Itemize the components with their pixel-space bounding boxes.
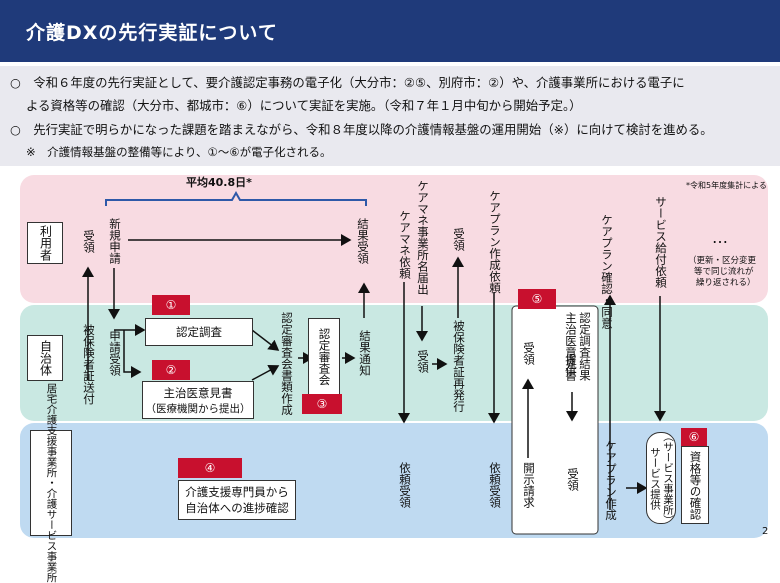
intro-box: ○ 令和６年度の先行実証として、要介護認定事務の電子化（大分市：②⑤、別府市：②… xyxy=(0,66,780,166)
result-receive-label: 結果受領 xyxy=(356,218,370,264)
header-bar: 介護DXの先行実証について xyxy=(0,0,780,62)
receive-label-2: 受領 xyxy=(452,228,466,251)
insurance-card-send-label: 被保険者証送付 xyxy=(82,324,96,405)
page-number: 2 xyxy=(762,526,769,537)
receive-label-3: 受領 xyxy=(566,468,580,491)
doctor-opinion-line1: 主治医意見書 xyxy=(163,385,233,400)
progress-check-line2: 自治体への進捗確認 xyxy=(185,501,289,515)
lane-label-gov: 自治体 xyxy=(27,335,63,381)
result-provide-line1: 認定調査結果 xyxy=(578,312,592,381)
intro-line-1: ○ 令和６年度の先行実証として、要介護認定事務の電子化（大分市：②⑤、別府市：②… xyxy=(10,75,685,90)
review-docs-label: 認定審査会書類作成 xyxy=(280,312,294,416)
receive-label: 受領 xyxy=(82,230,96,253)
repeat-note-2: 等で同じ流れが xyxy=(694,267,754,277)
badge-2: ② xyxy=(152,360,190,380)
careman-request-label: ケアマネ依頼 xyxy=(398,210,412,279)
card-reissue-label: 被保険者証再発行 xyxy=(452,320,466,412)
benefit-request-label: サービス給付依頼 xyxy=(654,196,668,288)
repeat-note-1: （更新・区分変更 xyxy=(688,256,757,266)
ellipsis: … xyxy=(712,228,728,247)
doctor-opinion-box: 主治医意見書 （医療機関から提出） xyxy=(142,381,254,419)
review-board-box: 認定審査会 xyxy=(308,318,340,396)
progress-check-line1: 介護支援専門員から xyxy=(185,485,289,499)
badge-5: ⑤ xyxy=(518,289,556,309)
lane-label-business: 居宅介護支援事業所・介護サービス事業所 xyxy=(30,383,72,583)
intro-line-2: よる資格等の確認（大分市、都城市：⑥）について実証を実施。（令和７年１月中旬から… xyxy=(26,98,582,113)
disclosure-request-label: 開示請求 xyxy=(522,462,536,508)
careplan-confirm-label: ケアプラン確認・同意 xyxy=(600,214,614,329)
badge-1: ① xyxy=(152,295,190,315)
badge-6: ⑥ xyxy=(681,428,707,446)
page-title: 介護DXの先行実証について xyxy=(26,22,278,44)
request-receive-label-2: 依頼受領 xyxy=(488,462,502,508)
new-application-label: 新規申請 xyxy=(108,218,122,264)
result-provide-line2: 主治医意見書 xyxy=(564,312,578,381)
result-receive-label-2: 受領 xyxy=(522,342,536,365)
service-provide-box: サービス提供 （サービス事業所） xyxy=(646,431,676,525)
repeat-note-3: 繰り返される） xyxy=(696,278,756,288)
flow-arrows xyxy=(82,190,666,535)
result-notice-label: 結果通知 xyxy=(358,330,372,376)
lane-business xyxy=(20,423,768,538)
badge-4: ④ xyxy=(178,458,242,478)
lane-label-user: 利用者 xyxy=(27,222,63,264)
eligibility-check-box: 資格等の確認 xyxy=(681,446,709,524)
survey-box: 認定調査 xyxy=(145,318,253,346)
request-receive-label: 依頼受領 xyxy=(398,462,412,508)
badge-3: ③ xyxy=(302,394,342,414)
lane-user xyxy=(20,175,768,303)
careman-notify-label: ケアマネ事業所名届出 xyxy=(416,180,430,295)
progress-check-box: 介護支援専門員から 自治体への進捗確認 xyxy=(178,480,296,520)
careplan-request-label: ケアプラン作成依頼 xyxy=(488,190,502,294)
intro-line-4: ※ 介護情報基盤の整備等により、①～⑥が電子化される。 xyxy=(26,145,332,159)
gov-receive-label: 受領 xyxy=(416,350,430,373)
intro-line-3: ○ 先行実証で明らかになった課題を踏まえながら、令和８年度以降の介護情報基盤の運… xyxy=(10,122,713,137)
application-receive-label: 申請受領 xyxy=(108,330,122,376)
doctor-opinion-line2: （医療機関から提出） xyxy=(145,402,251,415)
footnote-label: *令和5年度集計による xyxy=(686,181,767,190)
result-provide-line3: 提供 xyxy=(564,354,578,377)
average-days-label: 平均40.8日* xyxy=(186,176,252,189)
careplan-create-label: ケアプラン作成 xyxy=(604,440,618,521)
